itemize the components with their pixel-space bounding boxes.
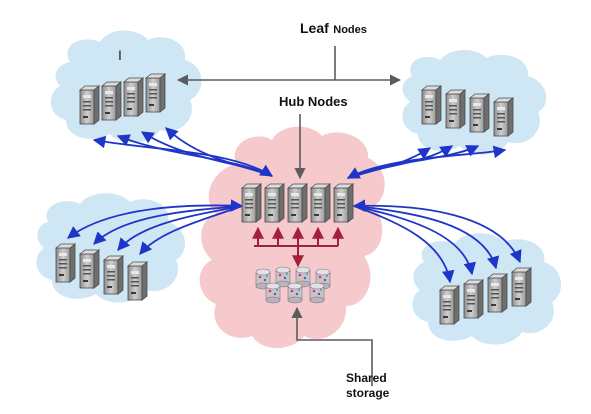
server-icon xyxy=(333,183,354,223)
server-icon xyxy=(103,255,124,295)
arrows-top-right-to-hub xyxy=(346,145,507,179)
storage-disk-icon xyxy=(287,282,303,304)
server-icon xyxy=(487,273,508,313)
server-icon xyxy=(511,267,532,307)
leaf-word: Leaf xyxy=(300,20,329,36)
server-icon xyxy=(264,183,285,223)
storage-disk-icon xyxy=(309,282,325,304)
shared-storage-connector xyxy=(291,306,373,386)
hub-nodes-label: Hub Nodes xyxy=(279,94,348,109)
server-icon xyxy=(287,183,308,223)
leaf-nodes-label: Leaf Nodes xyxy=(300,20,367,38)
server-icon xyxy=(55,243,76,283)
storage-disk-icon xyxy=(265,282,281,304)
server-icon xyxy=(123,77,144,117)
server-icon xyxy=(445,89,466,129)
shared-storage-label: Shared storage xyxy=(346,371,389,401)
server-icon xyxy=(101,81,122,121)
arrows-bottom-right-to-hub xyxy=(352,199,522,284)
server-icon xyxy=(127,261,148,301)
server-icon xyxy=(421,85,442,125)
server-icon xyxy=(79,85,100,125)
hub-storage-bus xyxy=(252,226,344,268)
server-icon xyxy=(469,93,490,133)
storage-word: storage xyxy=(346,386,390,400)
hub-servers xyxy=(241,183,354,223)
nodes-word: Nodes xyxy=(333,24,367,36)
server-icon xyxy=(145,73,166,113)
server-icon xyxy=(493,97,514,137)
server-icon xyxy=(79,249,100,289)
server-icon xyxy=(241,183,262,223)
arrows-bottom-left-to-hub xyxy=(66,199,244,255)
arrows-top-left-to-hub xyxy=(92,127,274,177)
text-cursor-icon: I xyxy=(118,47,122,63)
server-icon xyxy=(310,183,331,223)
leaf-nodes-connector xyxy=(176,46,402,86)
server-icon xyxy=(463,279,484,319)
server-icon xyxy=(439,285,460,325)
shared-word: Shared xyxy=(346,371,387,385)
